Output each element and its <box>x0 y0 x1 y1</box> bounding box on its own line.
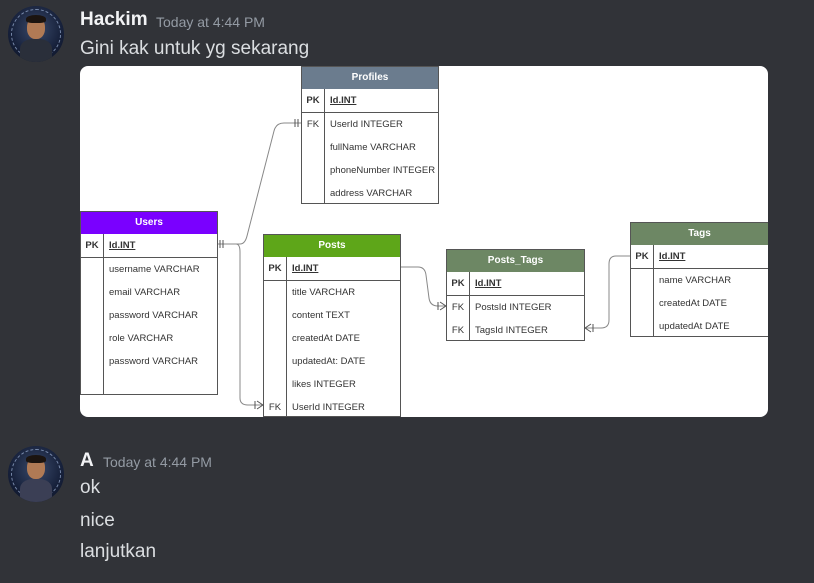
field: createdAt DATE <box>292 333 360 344</box>
field: PostsId INTEGER <box>475 302 552 313</box>
table-title: Profiles <box>302 67 438 89</box>
field: address VARCHAR <box>330 188 413 199</box>
field: likes INTEGER <box>292 379 356 390</box>
field: UserId INTEGER <box>292 402 365 413</box>
table-title: Posts_Tags <box>447 250 584 272</box>
field: title VARCHAR <box>292 287 356 298</box>
avatar[interactable] <box>8 6 64 62</box>
username[interactable]: Hackim <box>80 9 148 30</box>
message-text: Gini kak untuk yg sekarang <box>80 38 310 59</box>
field: Id.INT <box>475 278 502 289</box>
field: email VARCHAR <box>109 287 181 298</box>
timestamp: Today at 4:44 PM <box>156 14 265 30</box>
field: TagsId INTEGER <box>475 325 548 336</box>
timestamp: Today at 4:44 PM <box>103 454 212 470</box>
field: password VARCHAR <box>109 310 199 321</box>
table-title: Posts <box>264 235 400 257</box>
field: role VARCHAR <box>109 333 174 344</box>
message-a: A Today at 4:44 PM ok nice lanjutkan <box>0 440 814 583</box>
field: Id.INT <box>659 251 686 262</box>
field: Id.INT <box>109 240 136 251</box>
field: createdAt DATE <box>659 298 727 309</box>
field: fullName VARCHAR <box>330 142 416 153</box>
field: Id.INT <box>330 95 357 106</box>
field: name VARCHAR <box>659 275 732 286</box>
field: phoneNumber INTEGER <box>330 165 436 176</box>
field: password VARCHAR <box>109 356 199 367</box>
field: UserId INTEGER <box>330 119 403 130</box>
username[interactable]: A <box>80 450 94 471</box>
message-hackim: Hackim Today at 4:44 PM Gini kak untuk y… <box>8 6 768 417</box>
message-text: ok <box>80 477 101 498</box>
field: Id.INT <box>292 263 319 274</box>
field: updatedAt: DATE <box>292 356 366 367</box>
field: username VARCHAR <box>109 264 200 275</box>
message-text: nice <box>80 510 115 531</box>
avatar[interactable] <box>8 446 64 502</box>
relationship-lines <box>218 119 630 410</box>
table-title: Tags <box>631 223 768 245</box>
field: content TEXT <box>292 310 350 321</box>
field: updatedAt DATE <box>659 321 730 332</box>
table-title: Users <box>81 212 217 234</box>
message-text: lanjutkan <box>80 541 157 562</box>
